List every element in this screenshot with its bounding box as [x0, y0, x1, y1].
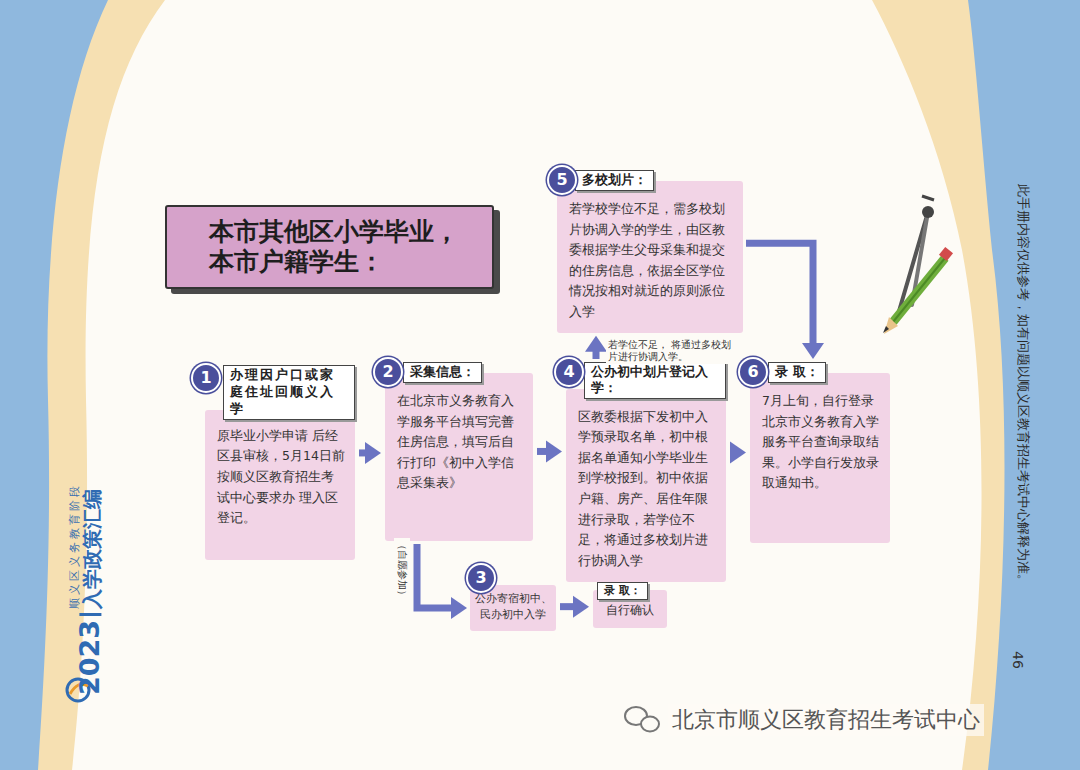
callout-number: 4	[554, 357, 584, 387]
callout-number: 3	[466, 563, 496, 593]
arrow-head	[365, 442, 381, 464]
step-text: 公办寄宿初中、民办初中入学	[474, 591, 552, 623]
separator-bar	[80, 613, 102, 616]
watermark: 北京市顺义区教育招生考试中心	[668, 704, 984, 736]
step-node: 录 取： 7月上旬，自行登录北京市义务教育入学服务平台查询录取结果。小学自行发放录…	[750, 362, 890, 543]
step-box: 7月上旬，自行登录北京市义务教育入学服务平台查询录取结果。小学自行发放录取通知书…	[750, 373, 890, 543]
step-heading: 公办初中划片登记入学：	[584, 362, 726, 399]
arrow-head	[573, 596, 589, 618]
step-text: 若学校学位不足，需多校划片协调入学的学生，由区教委根据学生父母采集和提交的住房信…	[569, 199, 731, 323]
callout-number: 5	[547, 165, 577, 195]
beige-band	[872, 0, 1080, 770]
step-node: 录 取： 自行确认	[593, 582, 667, 628]
step-box: 若学校学位不足，需多校划片协调入学的学生，由区教委根据学生父母采集和提交的住房信…	[557, 181, 743, 333]
flow-arrow	[359, 442, 381, 464]
step-box: 区教委根据下发初中入学预录取名单，初中根据名单通知小学毕业生到学校报到。初中依据…	[566, 389, 726, 582]
arrow-head	[730, 441, 746, 463]
callout-number: 2	[373, 357, 403, 387]
step-node: 多校划片： 若学校学位不足，需多校划片协调入学的学生，由区教委根据学生父母采集和提…	[557, 170, 743, 333]
page-title: 本市其他区小学毕业， 本市户籍学生：	[209, 217, 469, 277]
step-box: 原毕业小学申请 后经区县审核，5月14日前按顺义区教育招生考试中心要求办 理入区…	[205, 410, 355, 560]
step-node: 公办寄宿初中、民办初中入学3	[470, 585, 556, 631]
step-text: 7月上旬，自行登录北京市义务教育入学服务平台查询录取结果。小学自行发放录取通知书…	[762, 391, 880, 494]
step-node: 公办初中划片登记入学： 区教委根据下发初中入学预录取名单，初中根据名单通知小学毕业…	[566, 362, 726, 582]
step-text: 区教委根据下发初中入学预录取名单，初中根据名单通知小学毕业生到学校报到。初中依据…	[578, 407, 716, 572]
flow-arrow	[746, 243, 824, 359]
step-text: 原毕业小学申请 后经区县审核，5月14日前按顺义区教育招生考试中心要求办 理入区…	[217, 426, 345, 529]
step-heading: 多校划片：	[575, 170, 654, 191]
arrow-line	[417, 544, 453, 608]
flow-arrow	[537, 440, 562, 462]
wechat-icon	[625, 707, 659, 732]
step-node: 办理因户口或家庭住址回顺义入学原毕业小学申请 后经区县审核，5月14日前按顺义区…	[205, 365, 355, 560]
compass-pencil-illustration	[883, 196, 953, 334]
callout-number: 6	[738, 357, 768, 387]
book-title: 入学政策汇编	[82, 483, 104, 609]
arrow-head	[546, 440, 562, 462]
step-heading: 办理因户口或家庭住址回顺义入学	[223, 365, 355, 420]
blue-band	[0, 0, 108, 770]
flow-arrow	[585, 336, 607, 359]
arrow-head	[585, 336, 607, 352]
step-node: 采集信息： 在北京市义务教育入学服务平台填写完善住房信息，填写后自行打印《初中入学…	[385, 362, 533, 541]
arrow-line	[560, 603, 575, 610]
beige-band	[0, 0, 165, 770]
title-banner: 本市其他区小学毕业， 本市户籍学生：	[165, 205, 494, 289]
edge-label: （自愿参加）	[394, 538, 410, 602]
step-text: 在北京市义务教育入学服务平台填写完善住房信息，填写后自行打印《初中入学信息采集表…	[397, 391, 523, 494]
step-heading: 录 取：	[597, 582, 648, 600]
arrow-head	[802, 343, 824, 359]
flow-arrow	[730, 441, 746, 463]
edge-label: 若学位不足， 将通过多校划片进行协调入学。	[606, 338, 738, 365]
flow-arrow	[417, 544, 467, 619]
blue-band	[968, 0, 1080, 770]
arrow-head	[451, 597, 467, 619]
step-box: 在北京市义务教育入学服务平台填写完善住房信息，填写后自行打印《初中入学信息采集表…	[385, 373, 533, 541]
flow-arrow	[560, 596, 589, 618]
callout-number: 1	[191, 363, 221, 393]
step-heading: 录 取：	[768, 362, 826, 383]
step-heading: 采集信息：	[403, 362, 482, 383]
series-label: 顺义区义务教育阶段	[68, 483, 81, 609]
arrow-line	[746, 243, 813, 345]
step-text: 自行确认	[597, 602, 663, 619]
page-number: 46	[1010, 651, 1026, 669]
disclaimer-note: 此手册内容仅供参考，如有问题以顺义区教育招生考试中心解释为准。	[1014, 184, 1031, 587]
year-label: 2023	[77, 620, 104, 695]
side-heading: 2023 顺义区义务教育阶段 入学政策汇编	[68, 395, 103, 695]
